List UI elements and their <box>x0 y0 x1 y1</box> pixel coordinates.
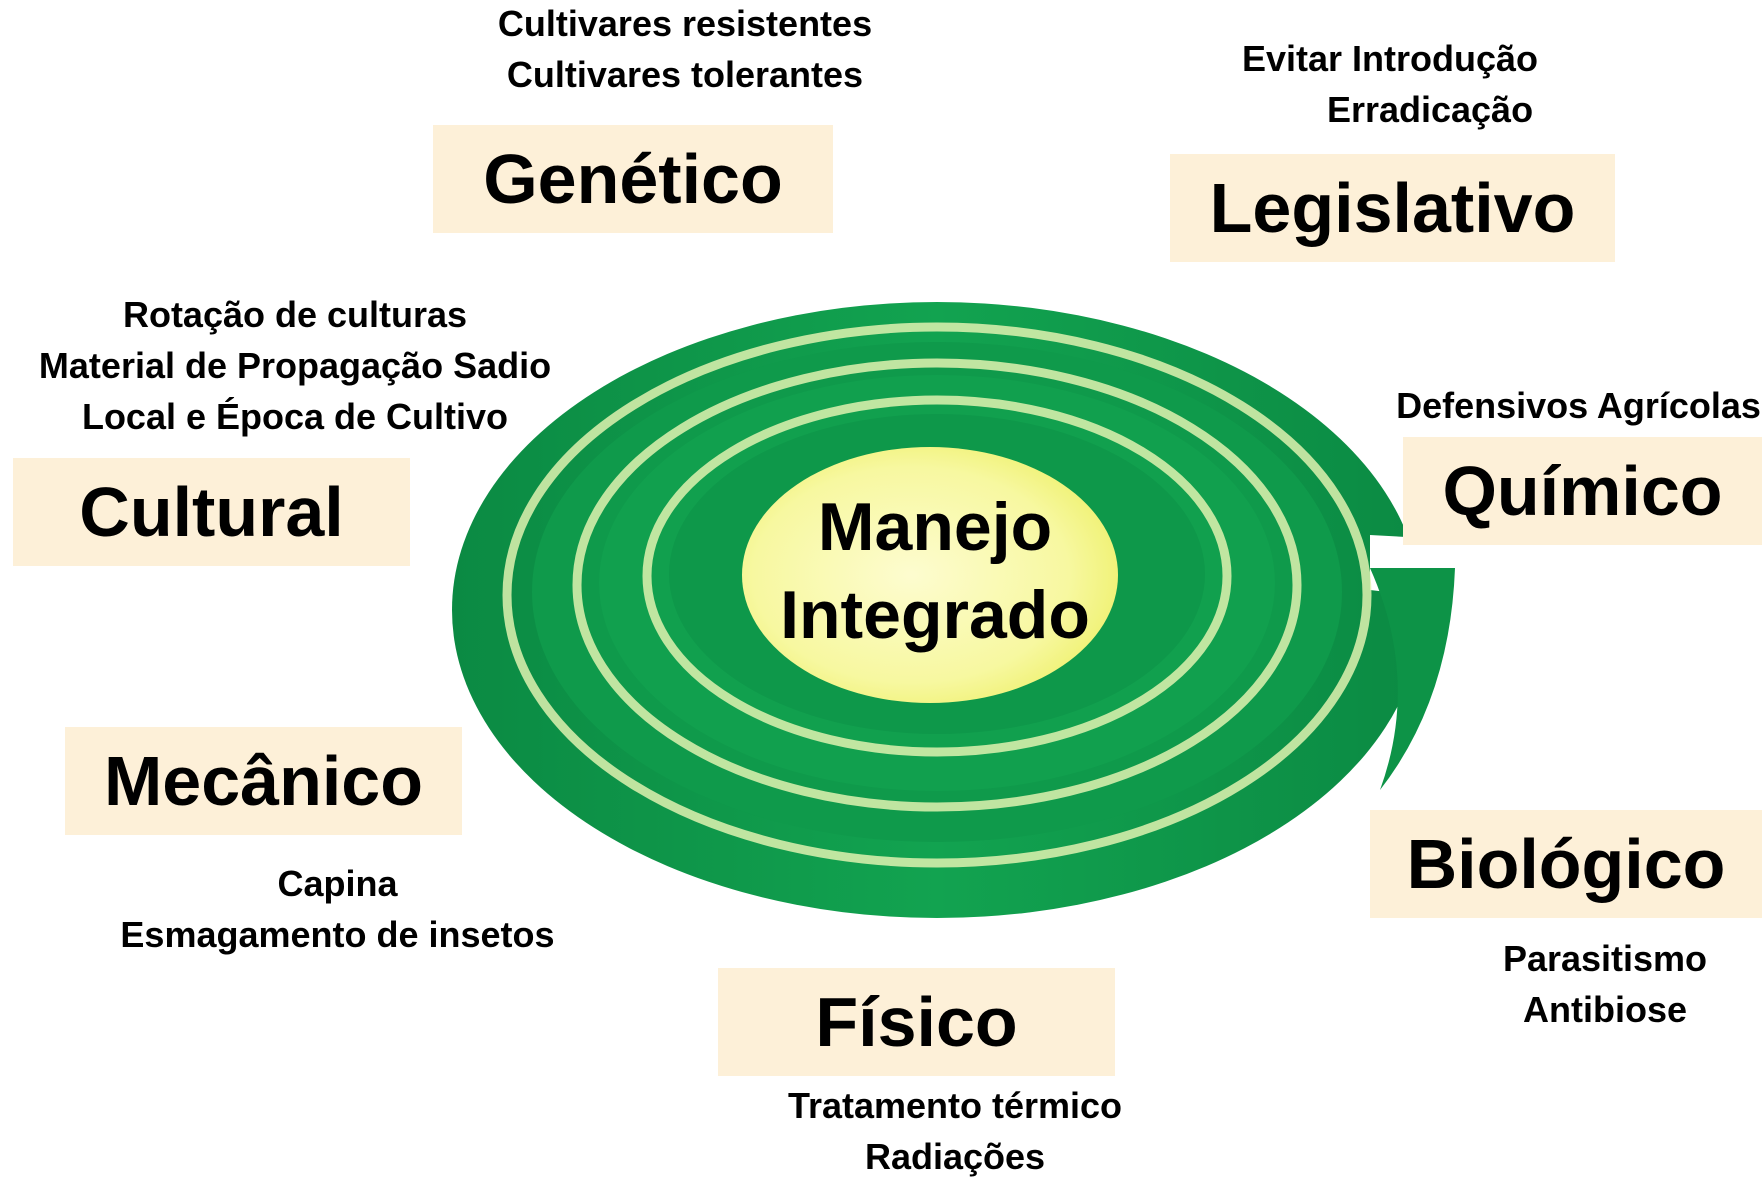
legislativo-box: Legislativo <box>1170 154 1615 262</box>
cultural-note-1: Rotação de culturas <box>122 294 468 335</box>
cultural-note-3: Local e Época de Cultivo <box>81 396 509 437</box>
biologico-notes: Parasitismo Antibiose <box>1465 933 1745 1035</box>
biologico-note-2: Antibiose <box>1522 989 1687 1030</box>
mecanico-notes: Capina Esmagamento de insetos <box>110 858 565 960</box>
mecanico-note-1: Capina <box>277 863 398 904</box>
spiral-band-2 <box>572 358 1302 812</box>
fisico-box: Físico <box>718 968 1115 1076</box>
legislativo-label: Legislativo <box>1209 169 1576 247</box>
quimico-label: Químico <box>1442 452 1723 530</box>
fisico-note-1: Tratamento térmico <box>787 1085 1123 1126</box>
genetico-label: Genético <box>483 140 783 218</box>
fisico-notes: Tratamento térmico Radiações <box>770 1080 1140 1182</box>
fisico-note-2: Radiações <box>864 1136 1046 1177</box>
cultural-notes: Rotação de culturas Material de Propagaç… <box>30 289 560 442</box>
quimico-note-1: Defensivos Agrícolas <box>1396 385 1761 426</box>
legislativo-note-1: Evitar Introdução <box>1241 38 1539 79</box>
biologico-box: Biológico <box>1370 810 1762 918</box>
legislativo-note-2: Erradicação <box>1326 89 1534 130</box>
biologico-note-1: Parasitismo <box>1502 938 1708 979</box>
spiral-band-1 <box>502 322 1372 868</box>
center-label: Manejo Integrado <box>750 483 1120 659</box>
quimico-notes: Defensivos Agrícolas <box>1395 380 1762 431</box>
genetico-note-2: Cultivares tolerantes <box>506 54 864 95</box>
center-label-line1: Manejo <box>817 489 1053 565</box>
center-core <box>742 447 1118 703</box>
genetico-box: Genético <box>433 125 833 233</box>
biologico-label: Biológico <box>1406 825 1726 903</box>
legislativo-notes: Evitar Introdução Erradicação <box>1230 33 1550 135</box>
mecanico-note-2: Esmagamento de insetos <box>120 914 555 955</box>
mecanico-label: Mecânico <box>104 742 423 820</box>
center-label-line2: Integrado <box>780 577 1090 653</box>
cultural-label: Cultural <box>79 473 344 551</box>
spiral-tail <box>1370 568 1455 790</box>
quimico-box: Químico <box>1403 437 1762 545</box>
spiral-band-3 <box>642 395 1232 757</box>
cultural-box: Cultural <box>13 458 410 566</box>
fisico-label: Físico <box>815 983 1018 1061</box>
genetico-note-1: Cultivares resistentes <box>497 3 873 44</box>
genetico-notes: Cultivares resistentes Cultivares tolera… <box>470 0 900 100</box>
cultural-note-2: Material de Propagação Sadio <box>38 345 552 386</box>
mecanico-box: Mecânico <box>65 727 462 835</box>
